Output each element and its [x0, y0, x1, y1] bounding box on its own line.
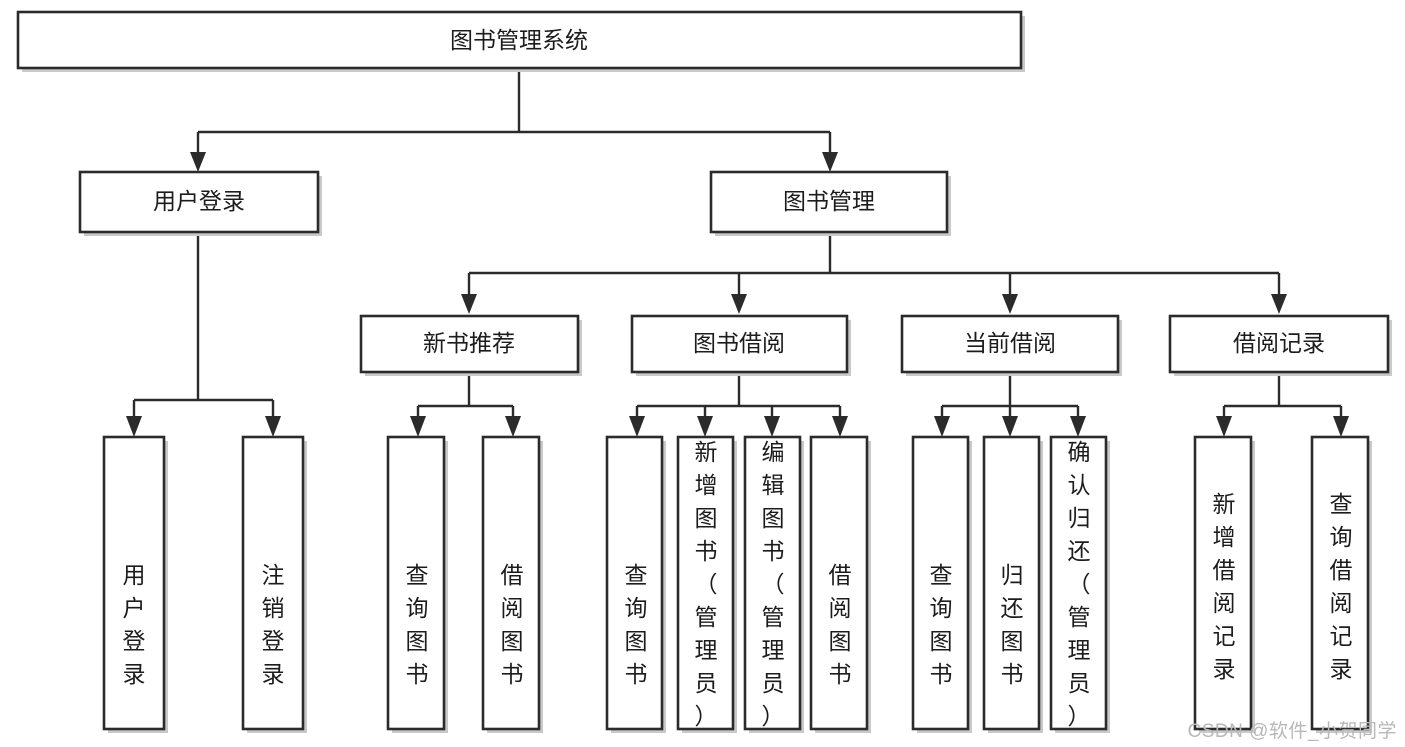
arrow-leaf-return-book	[1002, 416, 1018, 437]
node-leaf-return-book[interactable]: 归还图书	[982, 435, 1043, 733]
node-leaf-edit-book-label: 编辑图书（管理员）	[762, 439, 785, 729]
node-leaf-add-book-label: 新增图书（管理员）	[695, 439, 718, 729]
node-leaf-edit-book[interactable]: 编辑图书（管理员）	[743, 435, 804, 733]
connector-layer	[126, 68, 1349, 437]
node-leaf-borrow-book-newbook[interactable]: 借阅图书	[481, 435, 543, 733]
arrow-leaf-confirm-return	[1070, 416, 1086, 437]
arrow-to-book-manage	[822, 152, 838, 172]
arrow-leaf-query-record	[1333, 416, 1349, 437]
node-borrow-record-label: 借阅记录	[1233, 330, 1325, 356]
node-book-manage-label: 图书管理	[783, 188, 875, 214]
arrow-leaf-query-book-1	[410, 416, 426, 437]
node-leaf-query-record-box[interactable]	[1310, 435, 1370, 731]
node-current-borrow-box[interactable]	[900, 314, 1120, 374]
arrow-leaf-borrow-book-2	[832, 416, 848, 437]
node-leaf-borrow-book-borrow[interactable]: 借阅图书	[809, 435, 871, 733]
node-leaf-return-book-box[interactable]	[982, 435, 1041, 731]
node-leaf-confirm-return-label: 确认归还（管理员）	[1068, 439, 1091, 729]
arrow-leaf-user-login	[126, 416, 142, 437]
node-leaf-confirm-return-box[interactable]	[1049, 435, 1108, 731]
node-new-book-recommend[interactable]: 新书推荐	[359, 314, 582, 376]
node-leaf-add-record[interactable]: 新增借阅记录	[1193, 435, 1255, 733]
node-leaf-user-login[interactable]: 用户登录	[102, 435, 168, 733]
node-leaf-query-book-newbook[interactable]: 查询图书	[386, 435, 448, 733]
node-book-borrow-box[interactable]	[630, 314, 849, 374]
node-leaf-borrow-book-borrow-label: 借阅图书	[829, 562, 852, 687]
arrow-leaf-add-record	[1216, 416, 1232, 437]
arrow-leaf-edit-book	[764, 416, 780, 437]
node-leaf-return-book-label: 归还图书	[1001, 562, 1024, 687]
node-root[interactable]: 图书管理系统	[16, 10, 1025, 72]
node-leaf-query-book-borrow[interactable]: 查询图书	[605, 435, 666, 733]
node-leaf-confirm-return[interactable]: 确认归还（管理员）	[1049, 435, 1110, 733]
arrow-to-new-book	[461, 294, 477, 314]
node-borrow-record[interactable]: 借阅记录	[1168, 314, 1392, 376]
node-leaf-query-book-newbook-label: 查询图书	[406, 562, 429, 687]
node-leaf-query-book-borrow-box[interactable]	[605, 435, 664, 731]
node-user-login-box[interactable]	[78, 170, 320, 234]
arrow-leaf-query-book-3	[934, 416, 950, 437]
arrow-leaf-query-book-2	[629, 416, 645, 437]
node-leaf-query-record-label: 查询借阅记录	[1330, 491, 1353, 682]
node-leaf-query-book-borrow-label: 查询图书	[625, 562, 648, 687]
node-new-book-recommend-label: 新书推荐	[423, 330, 515, 356]
node-book-borrow-label: 图书借阅	[693, 330, 785, 356]
node-book-manage-box[interactable]	[709, 170, 949, 234]
arrow-leaf-borrow-book-1	[505, 416, 521, 437]
node-leaf-user-login-box[interactable]	[102, 435, 166, 731]
node-book-manage[interactable]: 图书管理	[709, 170, 951, 236]
arrow-to-current-borrow	[1002, 294, 1018, 314]
node-leaf-logout[interactable]: 注销登录	[241, 435, 307, 733]
node-leaf-query-book-current[interactable]: 查询图书	[911, 435, 972, 733]
node-borrow-record-box[interactable]	[1168, 314, 1390, 374]
node-leaf-add-book-box[interactable]	[676, 435, 735, 731]
node-user-login-label: 用户登录	[153, 188, 245, 214]
node-leaf-edit-book-box[interactable]	[743, 435, 802, 731]
node-leaf-add-book[interactable]: 新增图书（管理员）	[676, 435, 737, 733]
node-leaf-query-book-newbook-box[interactable]	[386, 435, 446, 731]
node-current-borrow[interactable]: 当前借阅	[900, 314, 1122, 376]
node-book-borrow[interactable]: 图书借阅	[630, 314, 851, 376]
node-leaf-borrow-book-newbook-label: 借阅图书	[501, 562, 524, 687]
node-leaf-query-record[interactable]: 查询借阅记录	[1310, 435, 1372, 733]
node-leaf-add-record-box[interactable]	[1193, 435, 1253, 731]
node-leaf-logout-label: 注销登录	[262, 562, 285, 687]
node-root-box[interactable]	[16, 10, 1023, 70]
node-leaf-borrow-book-newbook-box[interactable]	[481, 435, 541, 731]
node-leaf-query-book-current-label: 查询图书	[930, 562, 953, 687]
node-leaf-logout-box[interactable]	[241, 435, 305, 731]
arrow-leaf-logout	[265, 416, 281, 437]
node-leaf-query-book-current-box[interactable]	[911, 435, 970, 731]
arrow-to-user-login	[190, 152, 206, 172]
node-new-book-recommend-box[interactable]	[359, 314, 580, 374]
node-leaf-user-login-label: 用户登录	[123, 562, 146, 687]
arrow-to-borrow-record	[1271, 294, 1287, 314]
node-current-borrow-label: 当前借阅	[964, 330, 1056, 356]
node-root-label: 图书管理系统	[450, 27, 588, 53]
arrow-leaf-add-book	[697, 416, 713, 437]
node-leaf-borrow-book-borrow-box[interactable]	[809, 435, 869, 731]
node-user-login[interactable]: 用户登录	[78, 170, 322, 236]
node-leaf-add-record-label: 新增借阅记录	[1213, 491, 1236, 682]
arrow-to-book-borrow	[731, 294, 747, 314]
